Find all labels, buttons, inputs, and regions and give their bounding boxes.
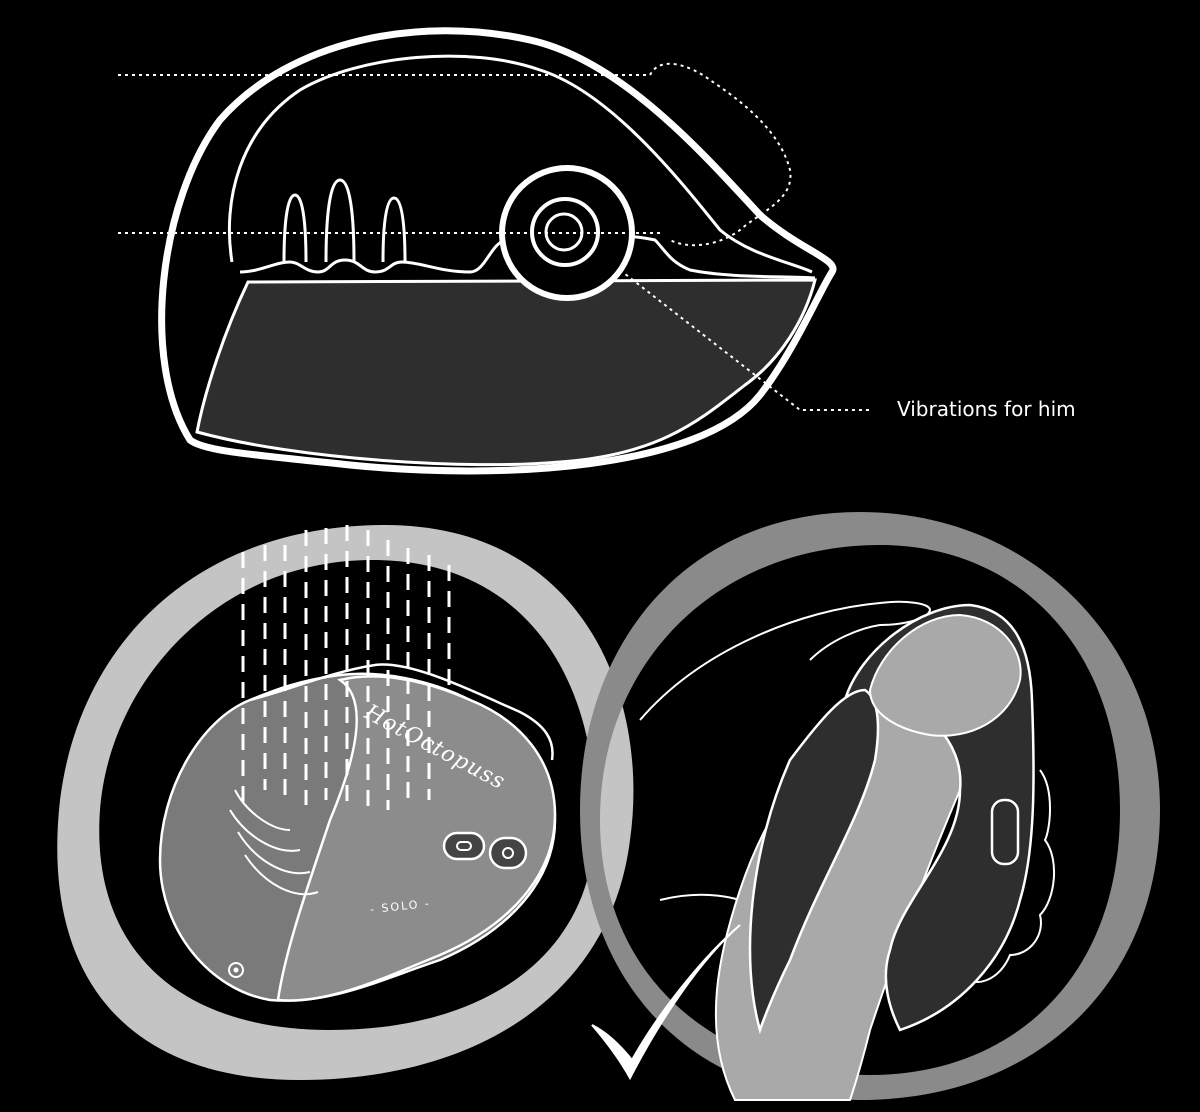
- chamber-ribbed-edge: [239, 233, 816, 280]
- device-inner-lining: [227, 54, 813, 274]
- link-button-icon: [442, 831, 486, 861]
- device-flap-grey: [276, 675, 557, 1002]
- glans: [868, 613, 1022, 737]
- vibration-button-icon: [488, 836, 528, 870]
- internal-rib-2: [229, 809, 301, 852]
- device-rim: [249, 663, 554, 761]
- power-button-icon: [228, 962, 244, 978]
- side-button: [990, 798, 1020, 866]
- cross-section-diagram: [118, 27, 870, 475]
- checkmark-icon: [591, 924, 741, 1081]
- internal-rib-4: [244, 854, 319, 896]
- internal-rib-3: [237, 831, 311, 875]
- dotted-callout-leader: [619, 269, 870, 411]
- vibrations-callout-label: Vibrations for him: [897, 397, 1076, 421]
- waterproof-illustration: [57, 525, 634, 1080]
- stimulation-nub-1: [282, 193, 308, 263]
- dotted-guide-top: [118, 62, 792, 247]
- device-flap-dark: [748, 688, 880, 1035]
- in-use-illustration: [580, 512, 1160, 1101]
- water-drops-icon: [241, 525, 451, 815]
- device-outer-shell: [158, 27, 837, 475]
- device-chamber: [195, 278, 817, 467]
- internal-rib-1: [234, 789, 291, 831]
- stimulation-nub-3: [381, 196, 407, 263]
- stimulation-nub-2: [324, 178, 356, 263]
